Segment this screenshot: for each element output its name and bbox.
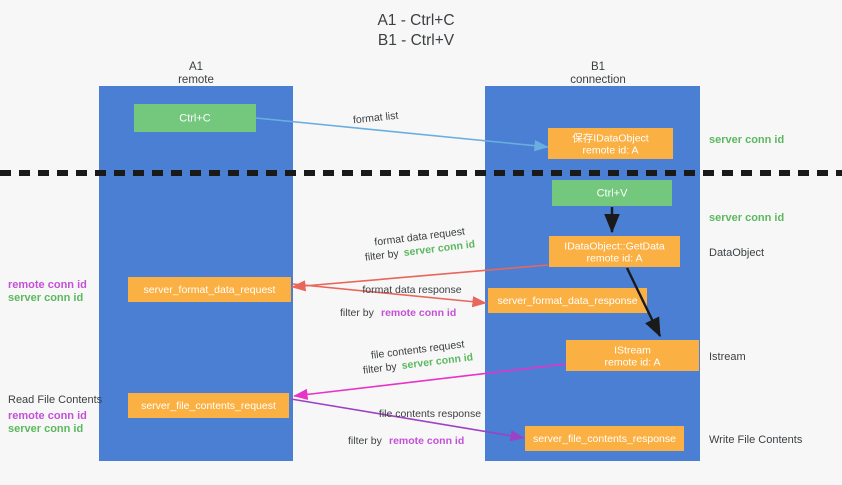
right-label-server-conn-id-2: server conn id (709, 212, 784, 224)
annotation-format-data-response: format data response (362, 284, 461, 296)
box-ctrl-v[interactable]: Ctrl+V (552, 180, 672, 206)
box-server-format-data-request[interactable]: server_format_data_request (128, 277, 291, 302)
box-istream-line2: remote id: A (604, 356, 660, 368)
left-label-remote-conn-id-2: remote conn id (8, 410, 87, 422)
box-ctrl-c[interactable]: Ctrl+C (134, 104, 256, 132)
box-getdata[interactable]: IDataObject::GetData remote id: A (549, 236, 680, 267)
column-heading-a1-sub: remote (178, 74, 214, 86)
annotation-filter-by-1: filter by (364, 248, 400, 264)
title-line-2: B1 - Ctrl+V (378, 32, 455, 49)
box-server-format-data-response-label: server_format_data_response (497, 295, 637, 307)
box-getdata-line2: remote id: A (586, 252, 642, 264)
arrow-format-list (255, 117, 549, 152)
annotation-filter-by-4: filter by (348, 435, 383, 447)
right-label-istream: Istream (709, 351, 746, 363)
annotation-filter-remote-conn-id-2: filter by remote conn id (348, 435, 464, 447)
left-label-server-conn-id-1: server conn id (8, 292, 83, 304)
column-heading-a1-name: A1 (189, 61, 203, 73)
arrow-file-contents-request (293, 363, 567, 400)
annotation-remote-conn-id-1: remote conn id (381, 307, 456, 319)
box-ctrl-v-label: Ctrl+V (597, 187, 629, 199)
annotation-file-contents-response: file contents response (379, 408, 481, 420)
left-label-read-file-contents: Read File Contents (8, 394, 103, 406)
annotation-format-list: format list (352, 110, 399, 127)
right-label-write-file-contents: Write File Contents (709, 434, 803, 446)
right-label-server-conn-id-1: server conn id (709, 134, 784, 146)
box-server-file-contents-request[interactable]: server_file_contents_request (128, 393, 289, 418)
column-heading-b1-name: B1 (591, 61, 605, 73)
annotation-filter-by-3: filter by (362, 361, 398, 377)
box-save-idataobject[interactable]: 保存IDataObject remote id: A (548, 128, 673, 159)
box-getdata-line1: IDataObject::GetData (564, 240, 665, 252)
left-label-remote-conn-id-1: remote conn id (8, 279, 87, 291)
box-istream-line1: IStream (614, 344, 651, 356)
box-server-format-data-response[interactable]: server_format_data_response (488, 288, 647, 313)
box-istream[interactable]: IStream remote id: A (566, 340, 699, 371)
arrow-format-data-request (291, 264, 549, 292)
box-server-file-contents-response-label: server_file_contents_response (533, 433, 676, 445)
arrow-file-contents-response (290, 398, 525, 442)
box-save-idataobject-line1: 保存IDataObject (572, 131, 649, 144)
box-server-file-contents-request-label: server_file_contents_request (141, 400, 276, 412)
annotation-remote-conn-id-2: remote conn id (389, 435, 464, 447)
annotation-filter-by-2: filter by (340, 307, 375, 319)
annotation-filter-remote-conn-id-1: filter by remote conn id (340, 307, 456, 319)
title-line-1: A1 - Ctrl+C (377, 12, 454, 29)
box-server-file-contents-response[interactable]: server_file_contents_response (525, 426, 684, 451)
right-label-dataobject: DataObject (709, 247, 764, 259)
left-label-server-conn-id-2: server conn id (8, 423, 83, 435)
column-heading-b1-sub: connection (570, 74, 626, 86)
box-save-idataobject-line2: remote id: A (582, 144, 638, 156)
arrow-format-data-response (292, 283, 487, 308)
box-server-format-data-request-label: server_format_data_request (144, 284, 276, 296)
box-ctrl-c-label: Ctrl+C (179, 112, 211, 124)
arrow-getdata-to-istream (625, 267, 662, 338)
